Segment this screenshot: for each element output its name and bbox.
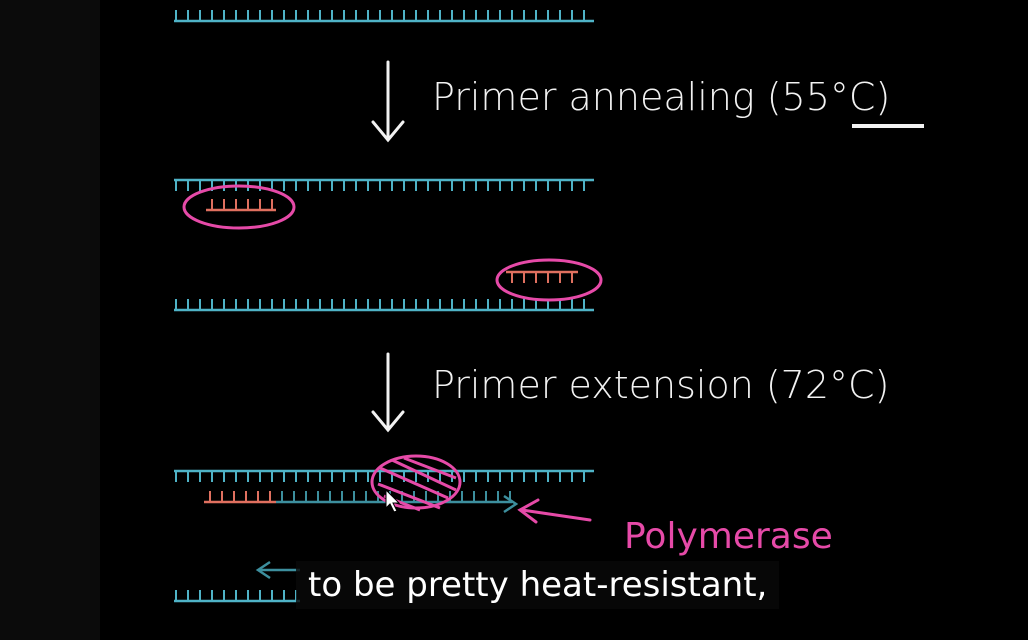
primer-annealing-upper bbox=[206, 199, 276, 212]
dna-strand-extension-upper bbox=[174, 469, 594, 482]
primer-highlight-circle-upper bbox=[182, 184, 296, 230]
annealing-label: Primer annealing (55°C) bbox=[432, 75, 890, 119]
extension-label: Primer extension (72°C) bbox=[432, 363, 889, 407]
caption-subtitle: to be pretty heat-resistant, bbox=[296, 561, 780, 609]
polymerase-pointer-arrow bbox=[517, 498, 592, 524]
polymerase-blob bbox=[370, 454, 462, 512]
dna-strand-extension-lower bbox=[174, 590, 300, 603]
primer-highlight-circle-lower bbox=[495, 258, 603, 302]
down-arrow-icon bbox=[371, 60, 405, 143]
extension-arrow-right bbox=[503, 494, 519, 514]
primer-extension-upper bbox=[204, 491, 276, 504]
mouse-cursor-icon bbox=[385, 488, 401, 513]
down-arrow-icon bbox=[371, 352, 405, 433]
polymerase-label: Polymerase bbox=[624, 516, 833, 557]
video-letterbox bbox=[0, 0, 100, 640]
extension-arrow-left bbox=[255, 560, 300, 580]
primer-annealing-lower bbox=[506, 270, 578, 283]
dna-strand-annealing-upper bbox=[174, 178, 594, 191]
dna-strand-annealing-lower bbox=[174, 299, 594, 312]
dna-strand-top bbox=[174, 10, 594, 23]
